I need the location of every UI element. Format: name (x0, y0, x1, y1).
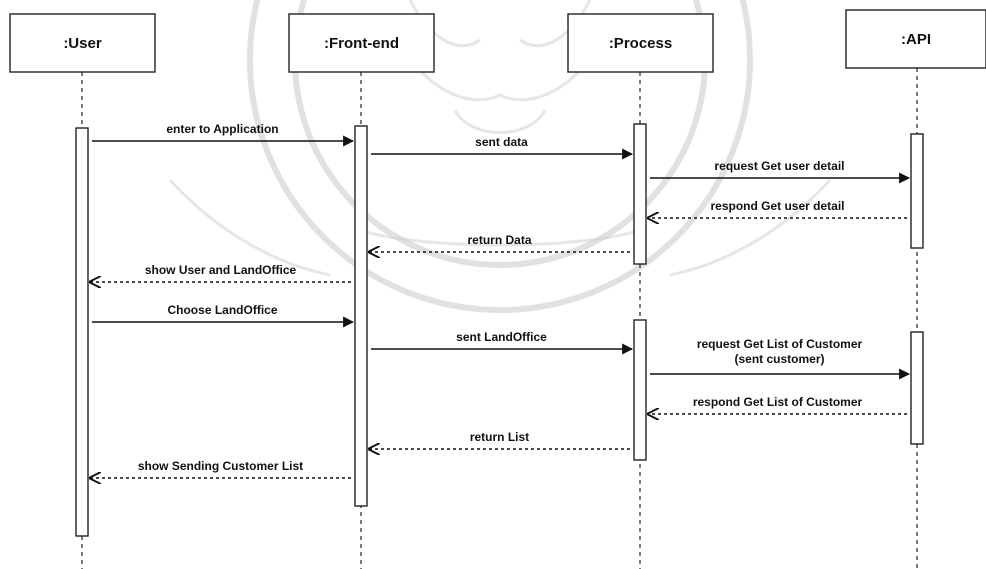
participant-box-process (567, 13, 714, 73)
activation-bar-process-2 (633, 319, 647, 461)
message-3: request Get user detail (650, 159, 911, 184)
message-1: enter to Application (92, 122, 355, 147)
participant-label-process: :Process (609, 35, 672, 52)
message-label-2: sent data (475, 135, 528, 149)
activation-bar-api-1 (910, 133, 924, 249)
message-6: show User and LandOffice (90, 263, 351, 282)
message-label-4: respond Get user detail (710, 199, 844, 213)
message-9: request Get List of Customer(sent custom… (650, 337, 911, 380)
message-label-10: respond Get List of Customer (693, 395, 863, 409)
message-label-8: sent LandOffice (456, 330, 547, 344)
participant-box-frontend (288, 13, 435, 73)
participant-label-frontend: :Front-end (324, 35, 399, 52)
message-label-3: request Get user detail (714, 159, 844, 173)
participant-process: :Process (567, 13, 714, 73)
message-label-5: return Data (467, 233, 531, 247)
participant-label-user: :User (63, 35, 102, 52)
participant-box-user (9, 13, 156, 73)
activation-bars (75, 123, 924, 537)
message-10: respond Get List of Customer (648, 395, 907, 414)
messages: enter to Application sent data request Get… (90, 122, 911, 478)
message-12: show Sending Customer List (90, 459, 351, 478)
participant-label-api: :API (901, 31, 931, 48)
participant-user: :User (9, 13, 156, 73)
message-label-12: show Sending Customer List (138, 459, 303, 473)
message-7: Choose LandOffice (92, 303, 355, 328)
message-5: return Data (369, 233, 630, 252)
participant-heads: :User :Front-end :Process :API (9, 9, 986, 73)
participant-api: :API (845, 9, 986, 69)
message-8: sent LandOffice (371, 330, 634, 355)
participant-box-api (845, 9, 986, 69)
message-label-6: show User and LandOffice (145, 263, 297, 277)
participant-frontend: :Front-end (288, 13, 435, 73)
activation-bar-process-1 (633, 123, 647, 265)
message-label-9-line2: (sent customer) (734, 352, 824, 366)
message-4: respond Get user detail (648, 199, 907, 218)
activation-bar-api-2 (910, 331, 924, 445)
message-label-11: return List (470, 430, 529, 444)
message-11: return List (369, 430, 630, 449)
activation-bar-frontend-1 (354, 125, 368, 507)
message-label-1: enter to Application (166, 122, 278, 136)
message-label-9: request Get List of Customer (697, 337, 863, 351)
message-label-7: Choose LandOffice (167, 303, 277, 317)
activation-bar-user-1 (75, 127, 89, 537)
message-2: sent data (371, 135, 634, 160)
